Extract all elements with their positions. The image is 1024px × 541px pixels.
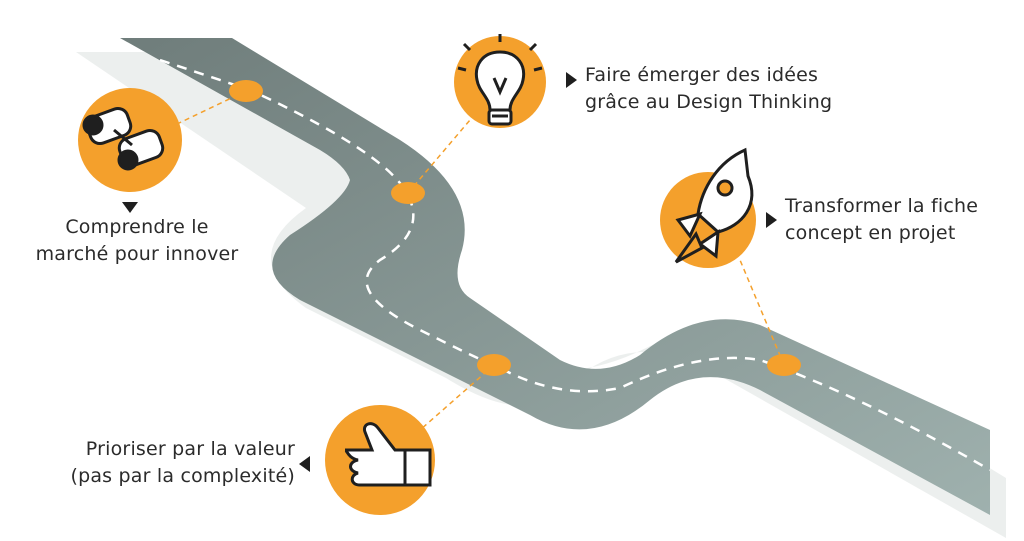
dot-ideas [391, 182, 425, 204]
icon-lightbulb-group [454, 34, 546, 128]
road [120, 38, 990, 515]
road-shadow [76, 52, 1006, 538]
milestone-understand-label: Comprendre le marché pour innover [32, 214, 242, 268]
label-line: Comprendre le [65, 216, 209, 238]
label-line: Prioriser par la valeur [85, 438, 295, 460]
dot-understand [229, 80, 263, 102]
rocket-icon [674, 147, 754, 264]
milestone-dots [229, 80, 801, 376]
dot-prioritize [477, 354, 511, 376]
icon-thumbs-group [325, 405, 435, 515]
label-line: Faire émerger des idées [585, 64, 819, 86]
thumbs-up-icon [344, 422, 432, 487]
binoculars-icon [82, 106, 165, 171]
icon-binoculars-group [78, 88, 182, 192]
label-line: Transformer la fiche [785, 195, 979, 217]
pointer-understand [122, 202, 138, 213]
pointer-transform [766, 212, 777, 228]
label-line: (pas par la complexité) [70, 465, 295, 487]
lightbulb-icon [457, 34, 543, 126]
pointer-prioritize [299, 456, 310, 472]
pointer-ideas [566, 72, 577, 88]
dot-transform [767, 354, 801, 376]
milestone-prioritize-label: Prioriser par la valeur (pas par la comp… [40, 436, 295, 490]
label-line: concept en projet [785, 222, 956, 244]
icon-rocket-group [660, 147, 756, 268]
label-line: grâce au Design Thinking [585, 91, 833, 113]
label-line: marché pour innover [35, 243, 239, 265]
milestone-ideas-label: Faire émerger des idées grâce au Design … [585, 62, 845, 116]
pointer-triangles [122, 72, 777, 472]
milestone-transform-label: Transformer la fiche concept en projet [785, 193, 1015, 247]
